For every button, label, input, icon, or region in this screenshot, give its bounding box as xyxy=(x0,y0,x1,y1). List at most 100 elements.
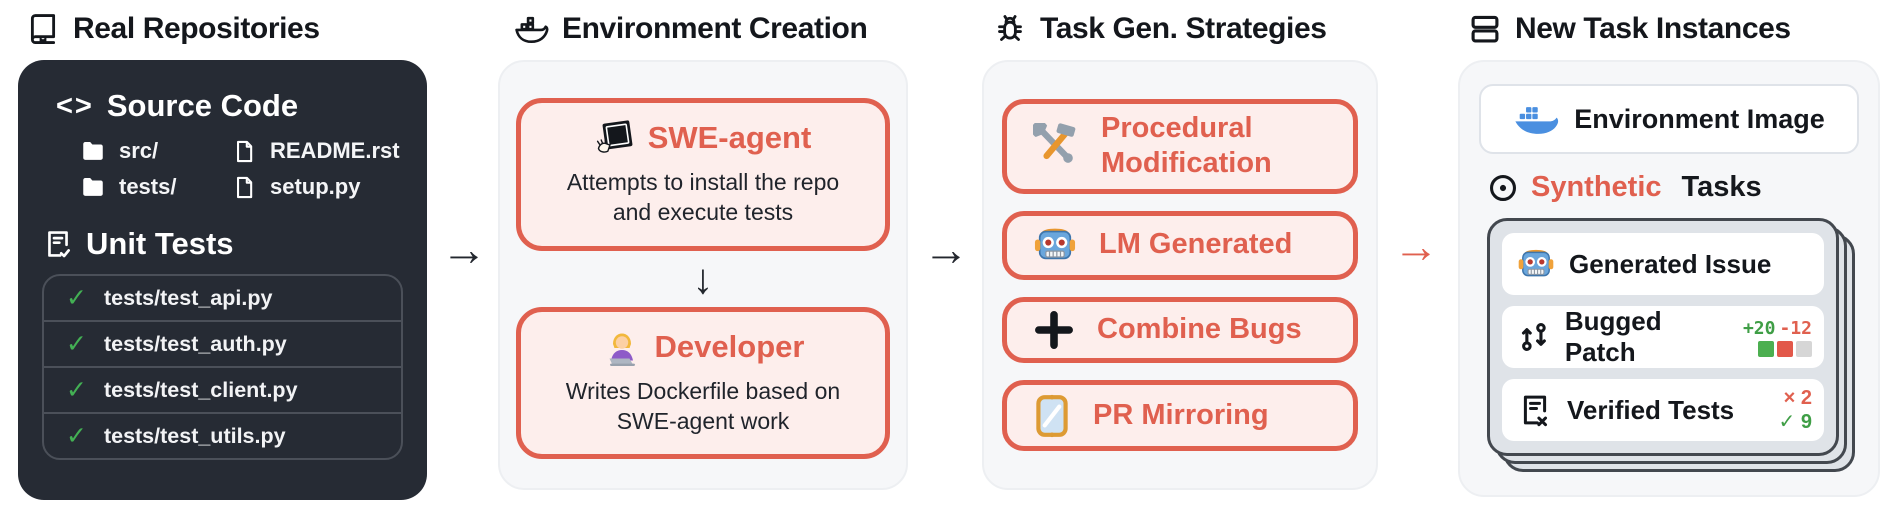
doc-check-icon xyxy=(48,231,70,258)
synthetic-accent-label: Synthetic xyxy=(1531,171,1662,203)
flow-arrow-2-icon: → xyxy=(923,223,969,275)
step-body: Attempts to install the repo and execute… xyxy=(529,167,877,228)
hammer-wrench-icon xyxy=(1033,123,1076,164)
file-entry: README.rst xyxy=(232,138,405,164)
swe-agent-box: SWE-agent Attempts to install the repo a… xyxy=(516,98,890,251)
mirror-icon xyxy=(1036,394,1068,437)
file-entry: tests/ xyxy=(80,174,232,200)
test-list: ✓ tests/test_api.py ✓ tests/test_auth.py… xyxy=(42,274,403,460)
header-environment-creation: Environment Creation xyxy=(513,12,868,46)
bug-icon xyxy=(998,15,1022,41)
check-icon: ✓ xyxy=(1778,411,1796,433)
swe-agent-title-row: SWE-agent xyxy=(529,118,877,158)
test-file: tests/test_api.py xyxy=(103,285,273,310)
source-code-title: Source Code xyxy=(106,88,299,123)
strategy-combine-bugs: Combine Bugs xyxy=(1002,296,1358,364)
file-entry: src/ xyxy=(80,138,232,164)
file-label: README.rst xyxy=(270,138,400,163)
diff-removed: -12 xyxy=(1779,317,1812,339)
circle-dot-icon xyxy=(1489,174,1517,201)
test-file: tests/test_auth.py xyxy=(103,331,287,356)
test-row: ✓ tests/test_auth.py xyxy=(44,320,401,366)
step-title: Developer xyxy=(654,328,805,364)
developer-box: Developer Writes Dockerfile based on SWE… xyxy=(516,306,890,460)
step-body: Writes Dockerfile based on SWE-agent wor… xyxy=(529,376,877,437)
docker-whale-icon xyxy=(1515,107,1559,134)
task-instance-top-card: Generated Issue Bugged Patch +20-12 xyxy=(1487,218,1839,456)
check-icon: ✓ xyxy=(66,421,87,450)
file-label: tests/ xyxy=(119,174,177,199)
strategy-label: LM Generated xyxy=(1099,228,1293,261)
check-icon: ✓ xyxy=(66,329,87,358)
body-line: and execute tests xyxy=(612,199,794,226)
diff-square-gray xyxy=(1796,340,1812,357)
strategy-pr-mirroring: PR Mirroring xyxy=(1002,380,1358,452)
test-row: ✓ tests/test_utils.py xyxy=(44,412,401,458)
header-label: Real Repositories xyxy=(73,12,320,45)
passed-tests: ✓ 9 xyxy=(1779,411,1812,433)
swe-agent-icon xyxy=(596,120,633,153)
folder-icon xyxy=(83,142,103,160)
step-title: SWE-agent xyxy=(647,120,812,155)
developer-title-row: Developer xyxy=(529,327,877,367)
header-new-task-instances: New Task Instances xyxy=(1468,12,1791,46)
strategy-lm-generated: LM Generated xyxy=(1002,210,1358,280)
robot-icon xyxy=(1034,228,1076,260)
file-grid: src/ README.rst tests/ setup.py xyxy=(80,138,405,200)
file-label: src/ xyxy=(119,138,159,163)
header-label: New Task Instances xyxy=(1515,12,1791,45)
flow-arrow-3-icon: → xyxy=(1393,220,1439,272)
source-code-heading: <> Source Code xyxy=(56,88,405,124)
bugged-patch-row: Bugged Patch +20-12 xyxy=(1502,306,1824,368)
diff-square-red xyxy=(1777,340,1793,357)
diff-numbers: +20-12 xyxy=(1743,318,1812,339)
fail-count: 2 xyxy=(1800,387,1812,409)
plus-icon xyxy=(1035,310,1073,349)
test-row: ✓ tests/test_client.py xyxy=(44,366,401,412)
task-gen-card: Procedural Modification LM Generated Com… xyxy=(982,60,1378,490)
test-row: ✓ tests/test_api.py xyxy=(44,276,401,320)
failed-tests: × 2 xyxy=(1784,387,1812,409)
file-icon xyxy=(237,176,253,198)
header-real-repositories: Real Repositories xyxy=(26,12,320,46)
check-icon: ✓ xyxy=(66,375,87,404)
row-label: Bugged Patch xyxy=(1564,306,1662,367)
diff-badge: +20-12 xyxy=(1743,318,1812,357)
test-file: tests/test_client.py xyxy=(103,377,298,402)
header-task-gen-strategies: Task Gen. Strategies xyxy=(993,12,1327,46)
body-line: SWE-agent work xyxy=(616,408,790,435)
docker-outline-icon xyxy=(515,16,549,44)
synthetic-rest-label: Tasks xyxy=(1681,171,1762,203)
strategy-procedural-modification: Procedural Modification xyxy=(1002,99,1358,194)
diff-square-green xyxy=(1758,340,1774,357)
repo-icon xyxy=(30,14,56,45)
check-icon: ✓ xyxy=(66,283,87,312)
file-icon xyxy=(237,140,253,162)
file-label: setup.py xyxy=(270,174,361,199)
git-compare-icon xyxy=(1521,323,1546,351)
unit-tests-title: Unit Tests xyxy=(86,226,234,261)
doc-x-icon xyxy=(1523,395,1547,427)
developer-icon xyxy=(609,333,635,366)
row-label: Verified Tests xyxy=(1567,394,1735,425)
strategy-label: Procedural Modification xyxy=(1101,112,1272,180)
generated-issue-row: Generated Issue xyxy=(1502,233,1824,295)
robot-icon xyxy=(1518,249,1554,277)
test-results-badge: × 2 ✓ 9 xyxy=(1779,387,1812,433)
x-icon: × xyxy=(1783,387,1796,409)
folder-icon xyxy=(83,178,103,196)
diff-added: +20 xyxy=(1742,317,1776,339)
down-arrow-icon: ↓ xyxy=(692,254,714,302)
test-file: tests/test_utils.py xyxy=(103,423,286,448)
synthetic-tasks-heading: Synthetic Tasks xyxy=(1487,171,1859,204)
environment-image-label: Environment Image xyxy=(1574,103,1825,134)
new-task-instances-card: Environment Image Synthetic Tasks xyxy=(1458,60,1880,497)
task-instance-stack: Generated Issue Bugged Patch +20-12 xyxy=(1487,218,1839,456)
body-line: Attempts to install the repo xyxy=(566,169,840,195)
pass-count: 9 xyxy=(1800,411,1812,433)
verified-tests-row: Verified Tests × 2 ✓ 9 xyxy=(1502,379,1824,441)
rows-icon xyxy=(1471,15,1499,43)
header-label: Task Gen. Strategies xyxy=(1040,12,1327,45)
body-line: Writes Dockerfile based on xyxy=(565,377,841,404)
repo-card: <> Source Code src/ README.rst tests/ xyxy=(18,60,427,500)
